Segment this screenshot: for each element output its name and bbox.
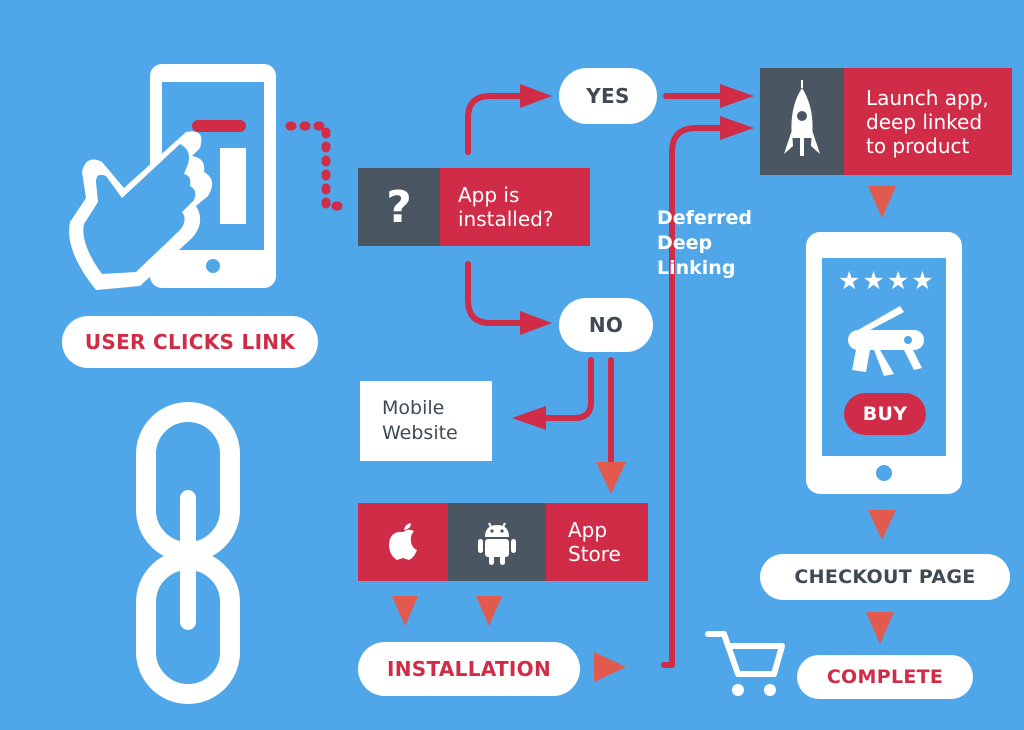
no-label: NO <box>559 298 653 352</box>
checkout-page-label: CHECKOUT PAGE <box>760 554 1010 600</box>
buy-button: BUY <box>844 393 926 435</box>
android-icon <box>448 503 546 581</box>
shopping-cart-icon <box>705 631 785 677</box>
launch-app-label: Launch app, deep linked to product <box>844 68 1012 175</box>
apple-icon <box>358 503 448 581</box>
triangle-pointers <box>392 186 896 682</box>
installation-label: INSTALLATION <box>358 642 580 696</box>
chain-link-center <box>180 490 196 630</box>
arrowheads <box>512 84 754 430</box>
rocket-icon <box>760 68 844 175</box>
swiss-army-knife-icon <box>848 306 924 376</box>
dotted-connector <box>285 121 355 211</box>
connector-no-to-website <box>537 357 594 421</box>
content-bar <box>220 148 246 224</box>
app-store-box: App Store <box>358 503 648 581</box>
app-installed-label: App is installed? <box>440 168 590 246</box>
connector-deferred <box>661 125 725 668</box>
complete-label: COMPLETE <box>797 655 973 699</box>
mobile-website-box: Mobile Website <box>360 381 492 461</box>
knife-dot <box>904 336 912 344</box>
app-installed-decision: ? App is installed? <box>358 168 590 246</box>
mobile-website-label: Mobile Website <box>382 397 458 444</box>
connector-to-no <box>465 261 525 326</box>
connector-to-yes <box>465 93 525 155</box>
link-bar <box>192 120 246 132</box>
yes-label: YES <box>559 68 657 124</box>
rating-stars: ★★★★ <box>838 266 936 295</box>
launch-app-box: Launch app, deep linked to product <box>760 68 1012 175</box>
app-store-label: App Store <box>546 503 648 581</box>
pointing-hand-icon <box>69 131 213 290</box>
question-icon: ? <box>358 168 440 246</box>
user-clicks-link-label: USER CLICKS LINK <box>62 316 318 368</box>
deferred-deep-linking-label: Deferred Deep Linking <box>657 207 753 279</box>
